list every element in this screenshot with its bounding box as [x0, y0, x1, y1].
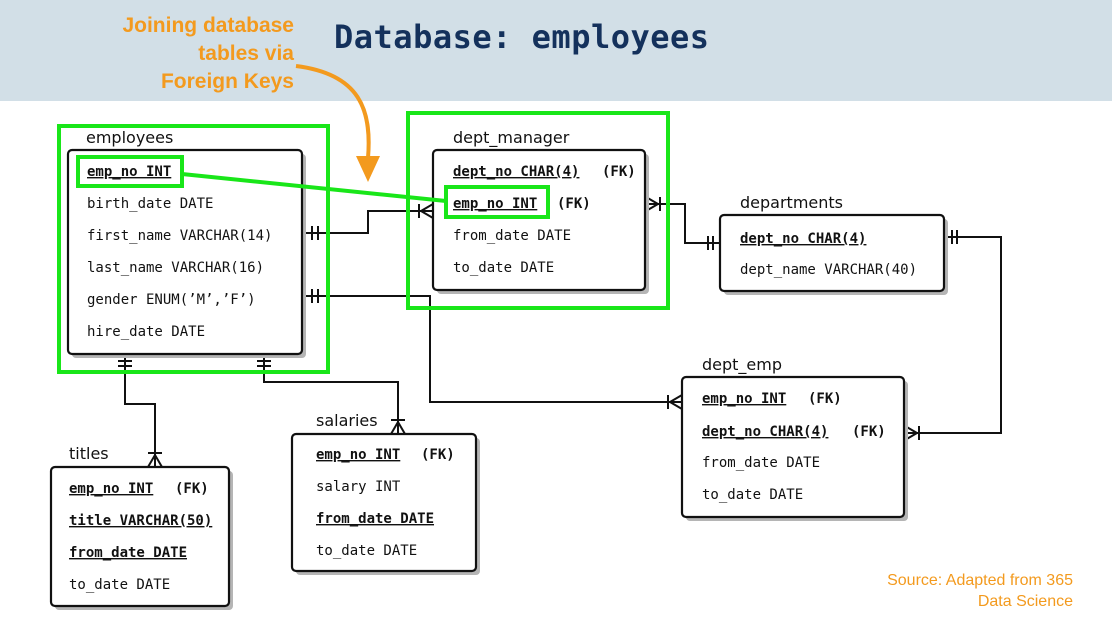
table-titles: titles emp_no INT (FK) title VARCHAR(50)…	[49, 444, 233, 610]
field-emp-no: emp_no INT	[453, 196, 537, 212]
many-marker	[418, 203, 434, 219]
source-line: Data Science	[977, 593, 1073, 610]
fk-label: (FK)	[175, 481, 209, 497]
table-name: titles	[69, 444, 109, 463]
fk-label: (FK)	[852, 424, 886, 440]
highlight-employees-table	[57, 124, 330, 374]
table-dept-emp: dept_emp emp_no INT (FK) dept_no CHAR(4)…	[680, 355, 908, 521]
fk-label: (FK)	[557, 196, 591, 212]
highlight-dept-manager-table	[406, 111, 670, 310]
highlight-dept-manager-emp-no	[444, 185, 550, 219]
field-dept-no: dept_no CHAR(4)	[702, 424, 828, 440]
fk-label: (FK)	[808, 391, 842, 407]
table-name: employees	[86, 128, 173, 147]
header-band	[0, 0, 1112, 101]
field-hire-date: hire_date DATE	[87, 324, 205, 340]
field-gender: gender ENUM(’M’,’F’)	[87, 292, 256, 308]
field-birth-date: birth_date DATE	[87, 196, 213, 212]
one-marker	[118, 360, 132, 367]
field-dept-name: dept_name VARCHAR(40)	[740, 262, 917, 278]
foreign-key-annotation: Joining database tables via Foreign Keys	[60, 12, 294, 96]
relation-employees-dept-emp	[303, 295, 682, 403]
field-from-date: from_date DATE	[69, 545, 187, 561]
table-name: dept_manager	[453, 128, 570, 148]
field-emp-no: emp_no INT	[316, 447, 400, 463]
many-marker	[667, 394, 683, 410]
field-salary: salary INT	[316, 479, 401, 495]
one-marker	[951, 230, 958, 244]
annotation-line: Joining database	[122, 14, 294, 37]
table-salaries: salaries emp_no INT (FK) salary INT from…	[290, 411, 480, 575]
table-dept-manager: dept_manager dept_no CHAR(4) (FK) emp_no…	[431, 128, 649, 294]
field-to-date: to_date DATE	[702, 487, 803, 503]
relation-departments-dept-manager	[646, 203, 720, 244]
field-to-date: to_date DATE	[453, 260, 554, 276]
field-last-name: last_name VARCHAR(16)	[87, 260, 264, 276]
field-dept-no: dept_no CHAR(4)	[453, 164, 579, 180]
arrow-head-icon	[356, 156, 380, 182]
one-marker	[707, 236, 714, 250]
one-marker	[311, 289, 319, 303]
one-marker	[311, 226, 319, 240]
field-emp-no: emp_no INT	[87, 164, 171, 180]
field-emp-no: emp_no INT	[69, 481, 153, 497]
relation-departments-dept-emp	[905, 236, 1002, 434]
annotation-arrow	[295, 64, 371, 159]
table-name: departments	[740, 193, 843, 212]
many-marker	[147, 452, 163, 468]
highlight-employees-emp-no	[76, 155, 184, 188]
table-name: salaries	[316, 411, 378, 430]
field-to-date: to_date DATE	[316, 543, 417, 559]
table-employees: employees emp_no INT birth_date DATE fir…	[66, 128, 306, 358]
field-from-date: from_date DATE	[316, 511, 434, 527]
source-line: Source: Adapted from 365	[887, 572, 1073, 589]
page-title: Database: employees	[334, 18, 710, 56]
fk-label: (FK)	[602, 164, 636, 180]
annotation-line: tables via	[198, 42, 294, 65]
field-to-date: to_date DATE	[69, 577, 170, 593]
one-marker	[257, 360, 271, 367]
fk-label: (FK)	[421, 447, 455, 463]
field-first-name: first_name VARCHAR(14)	[87, 228, 272, 244]
field-title: title VARCHAR(50)	[69, 513, 212, 529]
relation-employees-titles	[124, 354, 156, 467]
relation-employees-dept-manager	[303, 210, 433, 234]
field-emp-no: emp_no INT	[702, 391, 786, 407]
many-marker	[390, 419, 406, 435]
relation-employees-salaries	[263, 354, 399, 434]
source-note: Source: Adapted from 365 Data Science	[832, 570, 1073, 612]
field-dept-no: dept_no CHAR(4)	[740, 231, 866, 247]
foreign-key-link	[181, 172, 447, 203]
table-departments: departments dept_no CHAR(4) dept_name VA…	[718, 193, 948, 295]
annotation-line: Foreign Keys	[160, 70, 294, 93]
field-from-date: from_date DATE	[702, 455, 820, 471]
table-name: dept_emp	[702, 355, 782, 375]
field-from-date: from_date DATE	[453, 228, 571, 244]
